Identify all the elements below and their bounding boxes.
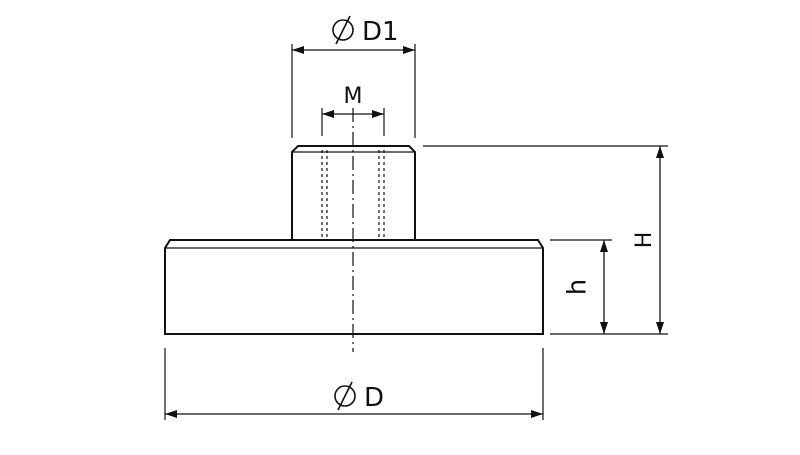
diameter-symbol-icon: [332, 15, 354, 45]
base-body: [164, 239, 544, 335]
label-thread: M: [344, 84, 363, 109]
dimension-lines: [165, 46, 664, 418]
label-base-height: h: [563, 279, 593, 295]
part-outline: [164, 145, 544, 335]
label-top-diameter: D1: [362, 17, 399, 47]
label-base-diameter: D: [364, 383, 384, 413]
label-total-height: H: [632, 232, 657, 249]
extension-lines: [164, 44, 668, 420]
thread-hidden-lines: [321, 150, 385, 240]
diameter-symbol-icon: [334, 381, 356, 411]
